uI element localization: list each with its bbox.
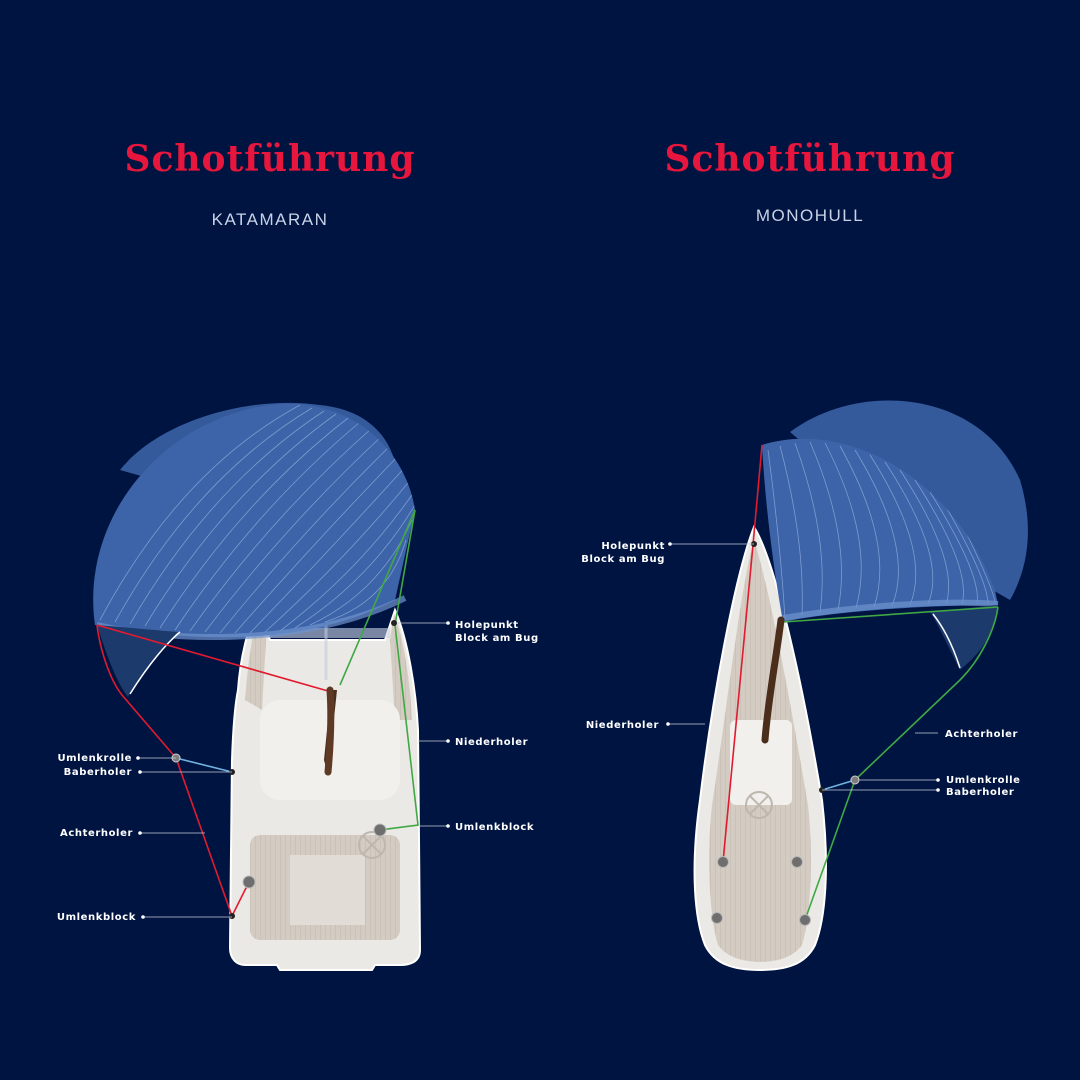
monohull-title: Schotführung: [664, 138, 956, 180]
katamaran-subtitle: KATAMARAN: [211, 210, 329, 229]
label-umlenkrolle: Umlenkrolle: [57, 753, 132, 764]
monohull-umlenkrolle: [850, 775, 860, 785]
green-sheet: [339, 509, 416, 686]
umlenkblock-left: [242, 875, 256, 889]
label-umlenkblock-right: Umlenkblock: [455, 822, 534, 833]
label-niederholer: Niederholer: [455, 737, 528, 748]
gennaker-sail: [93, 402, 415, 697]
katamaran-title: Schotführung: [124, 138, 416, 180]
monohull-diagram: Holepunkt Block am Bug Niederholer Achte…: [581, 400, 1028, 972]
monohull-label-block-am-bug: Block am Bug: [581, 554, 665, 565]
monohull-pole: [761, 616, 785, 744]
sheet-lines: [96, 509, 419, 919]
monohull-label-holepunkt: Holepunkt: [601, 541, 665, 552]
monohull-label-niederholer: Niederholer: [586, 720, 659, 731]
monohull-label-umlenkrolle: Umlenkrolle: [946, 775, 1021, 786]
label-block-am-bug: Block am Bug: [455, 633, 539, 644]
label-holepunkt: Holepunkt: [455, 620, 519, 631]
monohull-green-sheet: [804, 606, 999, 921]
label-umlenkblock-left: Umlenkblock: [57, 912, 136, 923]
umlenkblock-right: [373, 823, 387, 837]
monohull-label-baberholer: Baberholer: [946, 787, 1014, 798]
catamaran-hull: [228, 600, 422, 971]
monohull-panel: Schotführung MONOHULL: [540, 0, 1080, 1080]
katamaran-panel: Schotführung KATAMARAN: [57, 138, 539, 971]
monohull-gennaker-sail: [762, 400, 1028, 670]
monohull-subtitle: MONOHULL: [755, 206, 865, 225]
green-sheet-guy: [379, 509, 419, 831]
monohull-blue-barber: [821, 779, 856, 791]
red-sheet: [96, 624, 250, 919]
label-achterholer: Achterholer: [60, 828, 133, 839]
blue-barber-line: [175, 757, 233, 773]
monohull-label-achterholer: Achterholer: [945, 729, 1018, 740]
label-baberholer: Baberholer: [64, 767, 132, 778]
katamaran-diagram: Holepunkt Block am Bug Niederholer Umlen…: [57, 402, 539, 971]
